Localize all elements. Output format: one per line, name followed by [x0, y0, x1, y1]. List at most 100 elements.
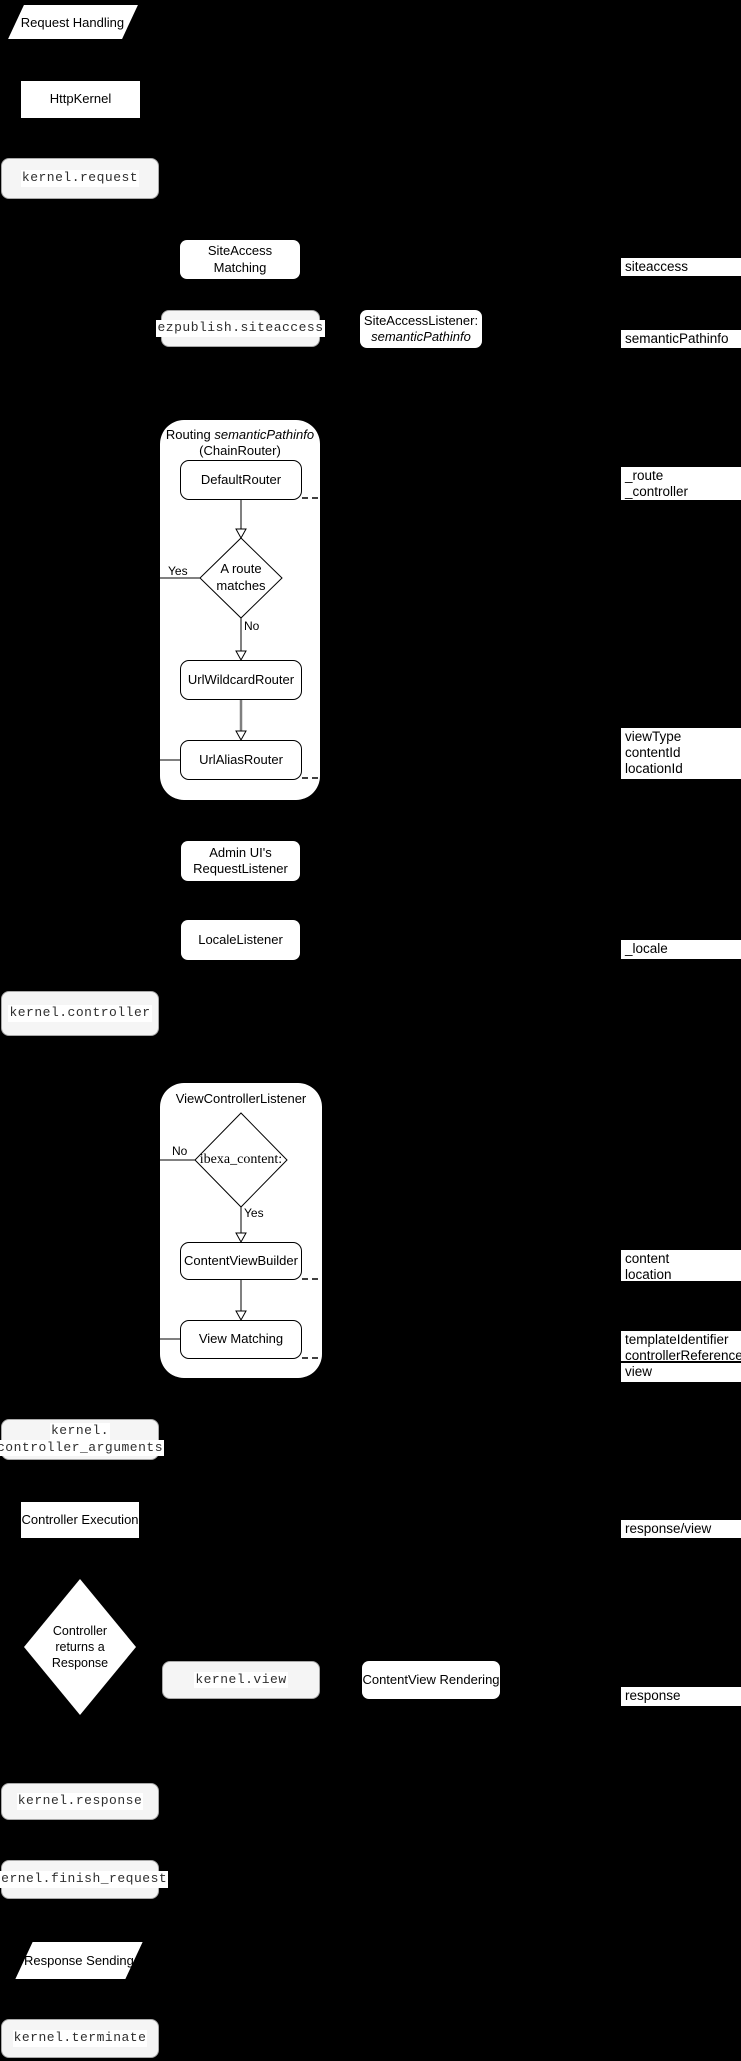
view-controller-no-label: No	[172, 1144, 187, 1158]
node-url-alias-router: UrlAliasRouter	[180, 740, 302, 780]
request-attribute-response: response	[621, 1687, 741, 1706]
no-text: No	[244, 619, 260, 633]
arrowhead-down-icon	[235, 528, 247, 540]
arrowhead-down-icon	[235, 1310, 247, 1322]
event-kernel-finish-request-label: kernel.finish_request	[0, 1871, 169, 1888]
node-http-kernel: HttpKernel	[21, 81, 140, 118]
event-kernel-controller-arguments-line2: controller_arguments	[0, 1439, 165, 1456]
start-terminator-request-handling: Request Handling	[8, 5, 138, 39]
node-locale-listener: LocaleListener	[181, 920, 300, 960]
request-attribute-viewtype-contentid-locationid: viewType contentId locationId	[621, 728, 741, 779]
attribute-label: semanticPathinfo	[625, 331, 729, 346]
attribute-label: _route	[625, 468, 664, 483]
view-controller-connectors	[160, 1112, 322, 1359]
node-admin-request-listener-line1: Admin UI's	[209, 844, 272, 860]
arrowhead-down-icon	[235, 650, 247, 662]
node-locale-listener-label: LocaleListener	[198, 931, 283, 947]
view-controller-yes-label: Yes	[244, 1206, 264, 1220]
attribute-label: view	[625, 1364, 653, 1379]
request-attribute-siteaccess: siteaccess	[621, 258, 741, 276]
arrowhead-down-icon	[235, 730, 247, 742]
node-admin-request-listener: Admin UI's RequestListener	[181, 841, 300, 881]
event-kernel-controller-arguments-line1: kernel.	[49, 1423, 111, 1440]
event-kernel-view-label: kernel.view	[194, 1671, 288, 1689]
event-kernel-request-label: kernel.request	[20, 170, 140, 187]
node-controller-execution: Controller Execution	[21, 1502, 139, 1538]
group-routing-chainrouter: Routing semanticPathinfo (ChainRouter) D…	[160, 420, 320, 800]
routing-no-label: No	[244, 619, 259, 633]
event-ezpublish-siteaccess: ezpublish.siteaccess	[156, 310, 325, 347]
node-siteaccess-listener: SiteAccessListener: semanticPathinfo	[360, 310, 482, 348]
view-controller-title-text: ViewControllerListener	[175, 1091, 307, 1106]
node-admin-request-listener-line2: RequestListener	[193, 861, 288, 876]
event-kernel-controller-label: kernel.controller	[8, 1005, 152, 1022]
terminator-response-sending: Response Sending	[15, 1942, 143, 1979]
node-view-matching-label: View Matching	[198, 1331, 284, 1347]
node-siteaccess-matching: SiteAccess Matching	[180, 240, 300, 279]
event-kernel-response-label: kernel.response	[16, 1793, 144, 1810]
event-kernel-response: kernel.response	[1, 1783, 159, 1820]
node-view-matching: View Matching	[180, 1320, 302, 1359]
attribute-label: viewType	[625, 729, 682, 744]
attribute-label: locationId	[625, 761, 683, 776]
event-ezpublish-siteaccess-label: ezpublish.siteaccess	[156, 320, 325, 337]
node-url-alias-router-label: UrlAliasRouter	[199, 751, 283, 767]
node-url-wildcard-router-label: UrlWildcardRouter	[187, 671, 295, 687]
event-kernel-controller-arguments: kernel. controller_arguments	[0, 1419, 165, 1460]
decision-ibexa-content-label: ibexa_content:	[193, 1151, 289, 1169]
routing-title-italic: semanticPathinfo	[214, 427, 315, 442]
request-attribute-view: view	[621, 1363, 741, 1382]
attribute-label: response	[625, 1688, 681, 1703]
request-attribute-route-controller: _route _controller	[621, 467, 741, 500]
node-default-router: DefaultRouter	[180, 460, 302, 500]
arrowhead-down-icon	[235, 1232, 247, 1244]
node-contentview-rendering: ContentView Rendering	[362, 1661, 500, 1699]
attribute-label: contentId	[625, 745, 681, 760]
event-kernel-view: kernel.view	[162, 1661, 320, 1699]
routing-yes-label: Yes	[168, 564, 188, 578]
request-attribute-content-location: content location	[621, 1250, 741, 1281]
attribute-label: controllerReference	[625, 1348, 741, 1361]
node-controller-execution-label: Controller Execution	[21, 1511, 139, 1527]
node-url-wildcard-router: UrlWildcardRouter	[180, 660, 302, 700]
routing-title-text: Routing	[165, 427, 211, 442]
node-siteaccess-listener-line1: SiteAccessListener:	[363, 312, 479, 328]
attribute-label: siteaccess	[625, 259, 689, 274]
attribute-label: response/view	[625, 1521, 712, 1536]
yes-text: Yes	[168, 564, 188, 578]
node-content-view-builder: ContentViewBuilder	[180, 1242, 302, 1280]
routing-connectors	[160, 497, 320, 779]
decision-line2: returns a	[55, 1639, 105, 1654]
node-contentview-rendering-label: ContentView Rendering	[362, 1671, 500, 1687]
attribute-label: content	[625, 1251, 670, 1266]
decision-line2: matches	[216, 577, 266, 593]
attribute-label: templateIdentifier	[625, 1332, 729, 1347]
node-default-router-label: DefaultRouter	[200, 471, 282, 487]
attribute-label: _controller	[625, 484, 689, 499]
request-attribute-response-view: response/view	[621, 1520, 741, 1538]
start-terminator-label: Request Handling	[21, 14, 125, 30]
decision-text: ibexa_content:	[199, 1152, 283, 1167]
attribute-label: location	[625, 1267, 672, 1281]
node-siteaccess-matching-label: SiteAccess Matching	[207, 243, 273, 275]
terminator-response-sending-label: Response Sending	[24, 1953, 134, 1968]
node-siteaccess-listener-line2: semanticPathinfo	[371, 329, 471, 344]
attribute-label: _locale	[625, 941, 668, 956]
decision-route-matches-label: A route matches	[200, 561, 282, 595]
event-kernel-terminate: kernel.terminate	[1, 2019, 159, 2058]
decision-line1: A route	[220, 561, 262, 576]
routing-group-title: Routing semanticPathinfo (ChainRouter)	[160, 427, 320, 460]
decision-line3: Response	[51, 1656, 109, 1671]
event-kernel-finish-request: kernel.finish_request	[0, 1860, 169, 1899]
node-content-view-builder-label: ContentViewBuilder	[184, 1252, 298, 1268]
decision-controller-returns-response: Controller returns a Response	[24, 1579, 136, 1715]
decision-line1: Controller	[52, 1623, 108, 1638]
no-text: No	[172, 1144, 188, 1158]
request-attribute-template-controller-reference: templateIdentifier controllerReference	[621, 1331, 741, 1361]
routing-title-line2: (ChainRouter)	[199, 443, 281, 459]
event-kernel-controller: kernel.controller	[1, 991, 159, 1036]
request-attribute-semantic-pathinfo: semanticPathinfo	[621, 330, 741, 348]
event-kernel-request: kernel.request	[1, 158, 159, 199]
group-view-controller-listener: ViewControllerListener No ibexa_content:…	[160, 1083, 322, 1378]
